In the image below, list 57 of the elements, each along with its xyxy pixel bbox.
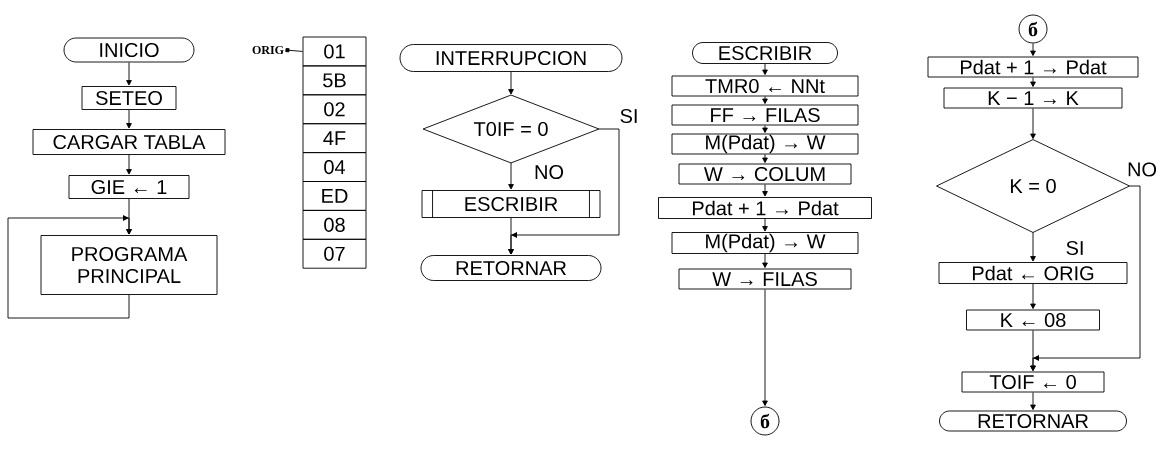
arrow [1030, 392, 1036, 410]
arrow [762, 154, 768, 163]
process-box: GIE ← 1 [68, 175, 190, 199]
process-box: M(Pdat) → W [671, 232, 859, 254]
process-box: Pdat ← ORIG [938, 262, 1128, 284]
arrow [126, 62, 132, 86]
edge-label: SI [1064, 239, 1086, 257]
process-box: FF → FILAS [671, 104, 859, 126]
table-cell: 04 [302, 152, 367, 182]
arrow [762, 253, 768, 268]
process-box: TMR0 ← NNt [671, 75, 859, 97]
arrow [7, 215, 132, 319]
table-cell: 01 [302, 36, 367, 67]
arrow [762, 96, 768, 104]
table-cell: 5B [302, 65, 367, 96]
arrow [508, 71, 514, 95]
pointer-line [285, 48, 303, 53]
arrow [762, 218, 768, 232]
process-box: K − 1 → K [943, 87, 1123, 109]
arrow [508, 217, 514, 255]
terminal-box: INICIO [63, 37, 195, 63]
terminal-box: RETORNAR [420, 255, 602, 281]
edge-label: SI [618, 107, 640, 125]
arrow [1030, 283, 1036, 309]
process-box: Pdat + 1 → Pdat [658, 197, 872, 219]
arrow [1030, 330, 1036, 371]
arrow [1030, 43, 1036, 56]
table-cell: ED [302, 181, 367, 211]
arrow [126, 109, 132, 129]
arrow [1030, 108, 1036, 139]
table-cell: 02 [302, 94, 367, 125]
process-box: PROGRAMA PRINCIPAL [40, 235, 218, 295]
table-cell: 4F [302, 123, 367, 154]
arrow [762, 63, 768, 75]
arrow [126, 154, 132, 175]
terminal-box: INTERRUPCION [399, 44, 623, 72]
arrow [762, 125, 768, 133]
arrow [762, 289, 768, 406]
process-box: TOIF ← 0 [961, 371, 1105, 393]
process-box: SETEO [81, 86, 177, 110]
table-cell: 07 [302, 238, 367, 269]
terminal-box: ESCRIBIR [692, 42, 838, 64]
table-cell: 08 [302, 209, 367, 240]
arrow [1030, 77, 1036, 87]
edge-label: NO [533, 163, 565, 181]
process-box: W → FILAS [678, 268, 852, 290]
pointer-label: ORIG [252, 45, 284, 55]
subroutine-box: ESCRIBIR [421, 189, 601, 219]
process-box: W → COLUM [678, 163, 852, 185]
arrow [508, 162, 514, 190]
process-box: Pdat + 1 → Pdat [927, 56, 1139, 78]
process-box: CARGAR TABLA [32, 129, 226, 155]
arrow [1030, 232, 1036, 262]
terminal-box: RETORNAR [939, 410, 1127, 432]
process-box: K ← 08 [966, 309, 1100, 331]
arrow [762, 184, 768, 197]
process-box: M(Pdat) → W [671, 133, 859, 155]
